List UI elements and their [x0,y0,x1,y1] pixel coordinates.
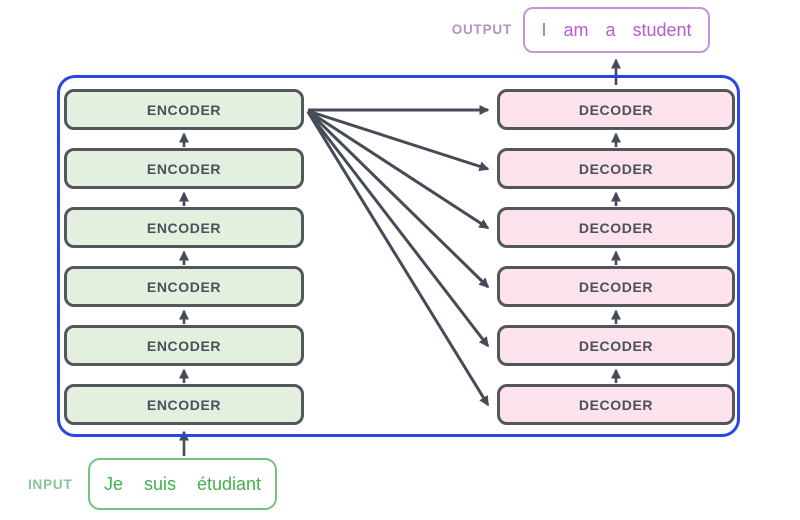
encoder-decoder-container [57,75,740,437]
encoder-block-1: ENCODER [64,89,304,130]
encoder-block-4: ENCODER [64,266,304,307]
input-phrase-box: Je suis étudiant [88,458,277,510]
decoder-block-5: DECODER [497,325,735,366]
decoder-block-4: DECODER [497,266,735,307]
decoder-block-1: DECODER [497,89,735,130]
encoder-block-6: ENCODER [64,384,304,425]
encoder-block-2: ENCODER [64,148,304,189]
encoder-block-5: ENCODER [64,325,304,366]
encoder-stack: ENCODER ENCODER ENCODER ENCODER ENCODER … [64,89,304,425]
output-phrase-box: I am a student [523,7,710,53]
decoder-block-6: DECODER [497,384,735,425]
decoder-stack: DECODER DECODER DECODER DECODER DECODER … [497,89,735,425]
input-label: INPUT [28,477,73,492]
decoder-block-2: DECODER [497,148,735,189]
output-label: OUTPUT [451,22,512,37]
encoder-block-3: ENCODER [64,207,304,248]
decoder-block-3: DECODER [497,207,735,248]
